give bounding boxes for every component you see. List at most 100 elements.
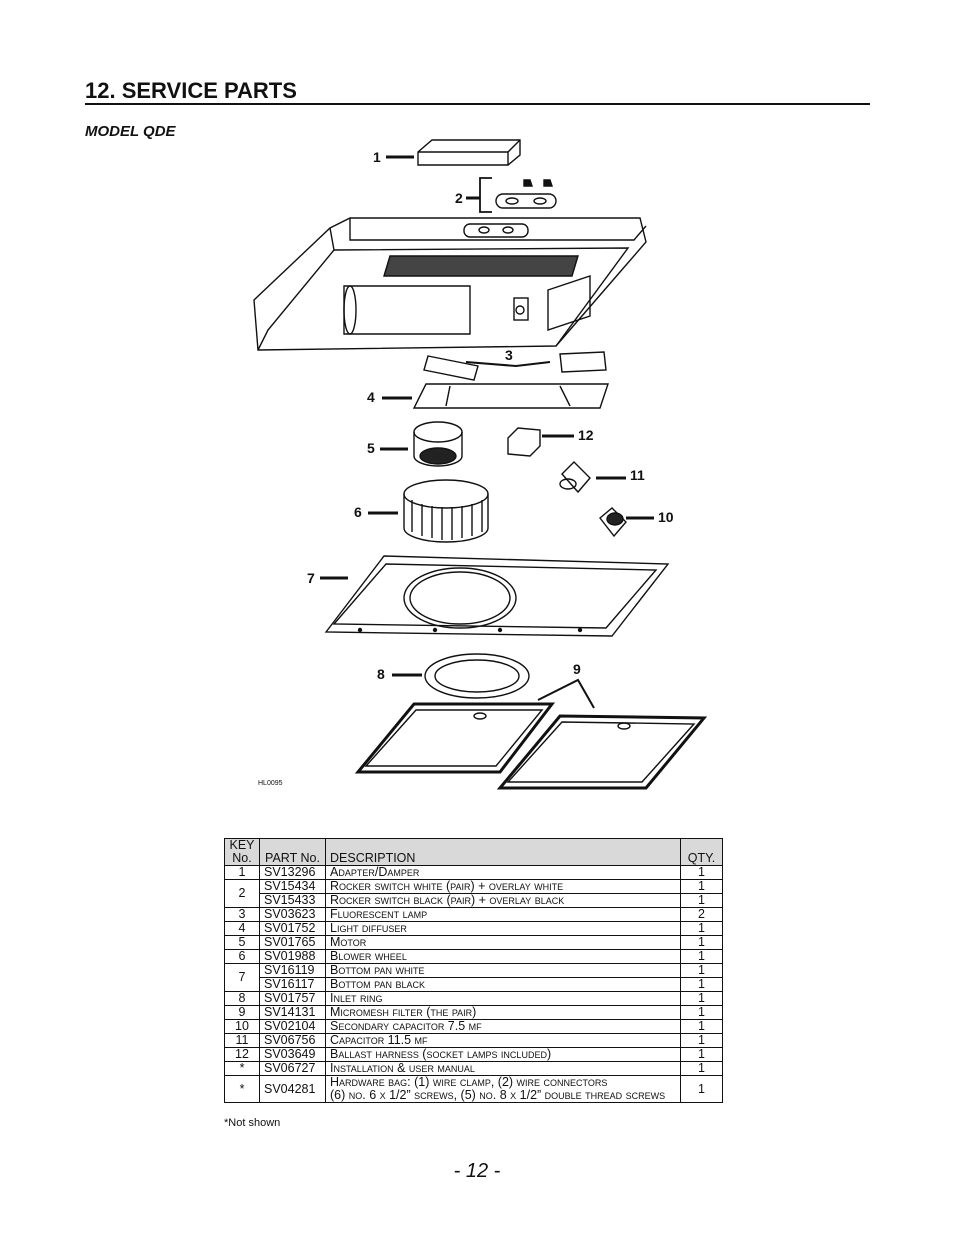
header-qty: QTY.	[680, 838, 723, 866]
qty: 1	[680, 949, 723, 964]
callout-1: 1	[373, 149, 381, 165]
part-no: SV13296	[259, 865, 326, 880]
callout-5: 5	[367, 440, 375, 456]
page-number: - 12 -	[453, 1160, 501, 1182]
part-no: SV01757	[259, 991, 326, 1006]
description: Capacitor 11.5 µf	[325, 1033, 681, 1048]
qty: 1	[680, 865, 723, 880]
part-no: SV16119	[259, 963, 326, 978]
part-no: SV03623	[259, 907, 326, 922]
callout-3: 3	[505, 347, 513, 363]
key-no: 1	[224, 865, 260, 880]
qty: 1	[680, 1033, 723, 1048]
description: Installation & user manual	[325, 1061, 681, 1076]
qty: 1	[680, 1019, 723, 1034]
part-no: SV01988	[259, 949, 326, 964]
description: Rocker switch black (pair) + overlay bla…	[325, 893, 681, 908]
part-no: SV15434	[259, 879, 326, 894]
qty: 1	[680, 963, 723, 978]
qty: 1	[680, 893, 723, 908]
description: Adapter/Damper	[325, 865, 681, 880]
key-no: 3	[224, 907, 260, 922]
service-parts-table: KEY No. PART No. DESCRIPTION QTY. 1 SV13…	[224, 838, 723, 1103]
capacitor-part	[559, 461, 591, 494]
range-hood-body	[253, 217, 647, 351]
description-line: Hardware bag: (1) wire clamp, (2) wire c…	[330, 1075, 608, 1089]
table-row: 12 SV03649 Ballast harness (socket lamps…	[224, 1047, 723, 1062]
description-line: (6) no. 6 x 1/2” screws, (5) no. 8 x 1/2…	[330, 1088, 666, 1102]
key-no: 11	[224, 1033, 260, 1048]
key-no: *	[224, 1075, 260, 1103]
table-row: SV16117 Bottom pan black 1	[225, 977, 723, 992]
table-header-row: KEY No. PART No. DESCRIPTION QTY.	[224, 838, 723, 866]
section-title: 12. SERVICE PARTS	[85, 78, 297, 103]
table-row: 6 SV01988 Blower wheel 1	[224, 949, 723, 964]
description: Ballast harness (socket lamps included)	[325, 1047, 681, 1062]
secondary-capacitor-part	[599, 507, 627, 538]
table-row: SV15433 Rocker switch black (pair) + ove…	[225, 893, 723, 908]
part-no: SV01752	[259, 921, 326, 936]
description: Fluorescent lamp	[325, 907, 681, 922]
table-row: 4 SV01752 Light diffuser 1	[224, 921, 723, 936]
part-no: SV06756	[259, 1033, 326, 1048]
adapter-damper-part	[417, 139, 521, 166]
part-no: SV06727	[259, 1061, 326, 1076]
description: Hardware bag: (1) wire clamp, (2) wire c…	[325, 1075, 681, 1103]
qty: 2	[680, 907, 723, 922]
part-no: SV16117	[259, 977, 326, 992]
callout-leader-lines	[320, 155, 654, 709]
key-no: 5	[224, 935, 260, 950]
motor-part	[413, 421, 463, 467]
key-no: 4	[224, 921, 260, 936]
key-no: 12	[224, 1047, 260, 1062]
table-row: 11 SV06756 Capacitor 11.5 µf 1	[224, 1033, 723, 1048]
part-no: SV03649	[259, 1047, 326, 1062]
qty: 1	[680, 991, 723, 1006]
qty: 1	[680, 921, 723, 936]
qty: 1	[680, 1075, 723, 1103]
key-no: 8	[224, 991, 260, 1006]
table-row: * SV06727 Installation & user manual 1	[224, 1061, 723, 1076]
callout-8: 8	[377, 666, 385, 682]
key-no: 9	[224, 1005, 260, 1020]
key-no: 7	[224, 963, 260, 992]
description: Blower wheel	[325, 949, 681, 964]
key-no: 6	[224, 949, 260, 964]
callout-11: 11	[630, 467, 645, 483]
description: Micromesh filter (the pair)	[325, 1005, 681, 1020]
part-no: SV15433	[259, 893, 326, 908]
callout-4: 4	[367, 389, 375, 405]
description: Bottom pan white	[325, 963, 681, 978]
table-row: 10 SV02104 Secondary capacitor 7.5 µf 1	[224, 1019, 723, 1034]
callout-2: 2	[455, 190, 463, 206]
key-no: *	[224, 1061, 260, 1076]
key-no: 10	[224, 1019, 260, 1034]
table-row: * SV04281 Hardware bag: (1) wire clamp, …	[224, 1075, 723, 1103]
inlet-ring-part	[424, 653, 530, 699]
ballast-harness-part	[507, 427, 541, 457]
micromesh-filter-part	[354, 702, 708, 790]
description: Motor	[325, 935, 681, 950]
qty: 1	[680, 1061, 723, 1076]
callout-12: 12	[578, 427, 594, 443]
callout-10: 10	[658, 509, 674, 525]
header-key-no: KEY No.	[224, 838, 260, 866]
callout-9: 9	[573, 661, 581, 677]
footnote: *Not shown	[224, 1117, 281, 1129]
table-row: 1 SV13296 Adapter/Damper 1	[224, 865, 723, 880]
bottom-pan-part	[324, 555, 670, 637]
description: Rocker switch white (pair) + overlay whi…	[325, 879, 681, 894]
qty: 1	[680, 1047, 723, 1062]
description: Secondary capacitor 7.5 µf	[325, 1019, 681, 1034]
drawing-reference: HL0095	[258, 780, 283, 787]
qty: 1	[680, 1005, 723, 1020]
qty: 1	[680, 935, 723, 950]
fluorescent-lamp-part	[423, 351, 607, 381]
light-diffuser-part	[412, 383, 609, 409]
callout-7: 7	[307, 570, 315, 586]
description: Bottom pan black	[325, 977, 681, 992]
table-row: 8 SV01757 Inlet ring 1	[224, 991, 723, 1006]
table-row: 9 SV14131 Micromesh filter (the pair) 1	[224, 1005, 723, 1020]
table-row: 2 SV15434 Rocker switch white (pair) + o…	[224, 879, 723, 908]
blower-wheel-part	[403, 479, 489, 543]
